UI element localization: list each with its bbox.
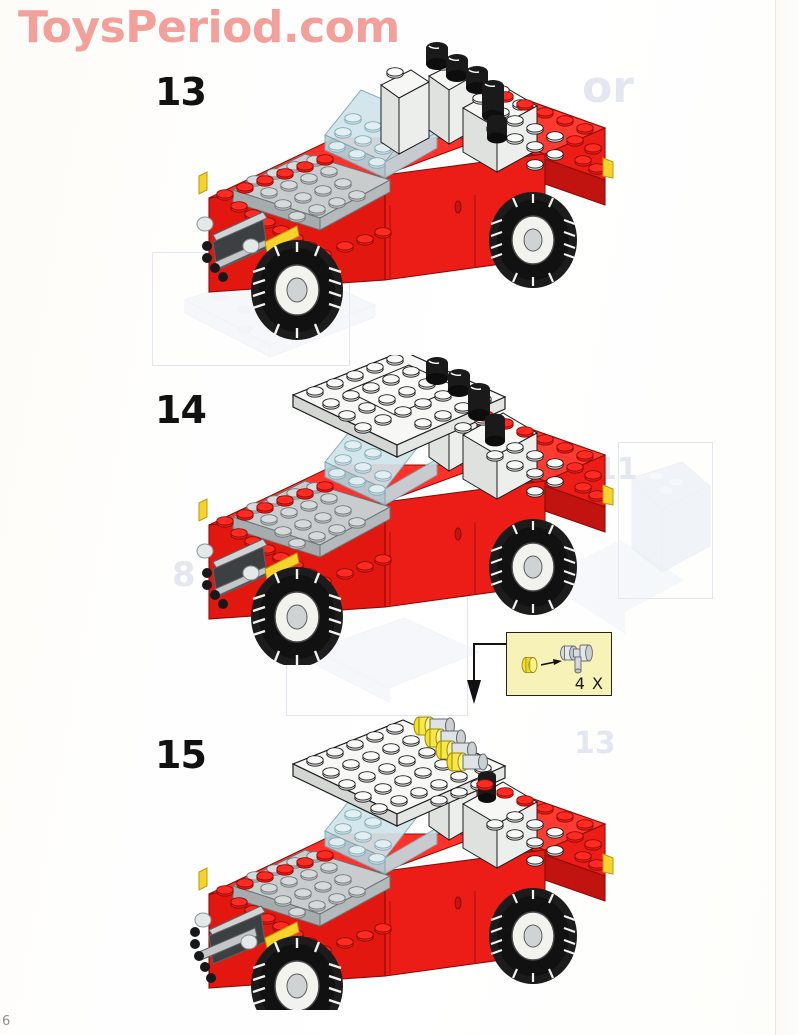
lego-model-step-14 (185, 355, 645, 665)
page-number: 6 (2, 1014, 11, 1029)
roof-spotlight-group (413, 716, 488, 772)
site-watermark: ToysPeriod.com (18, 2, 400, 53)
parts-callout-box: 4 X (506, 632, 612, 696)
step-number-15: 15 (155, 733, 207, 777)
step-number-14: 14 (155, 388, 207, 432)
callout-quantity-label: 4 X (574, 674, 604, 693)
page-outer-margin (776, 0, 799, 1035)
lego-model-step-15 (185, 690, 645, 1010)
yellow-light-cover-icon (521, 657, 538, 674)
page-edge-line (775, 0, 776, 1035)
step-number-13: 13 (155, 70, 207, 114)
gray-spotlight-icon (560, 644, 593, 674)
callout-assembly-arrow-icon (541, 659, 562, 666)
lego-model-step-13 (185, 30, 645, 350)
